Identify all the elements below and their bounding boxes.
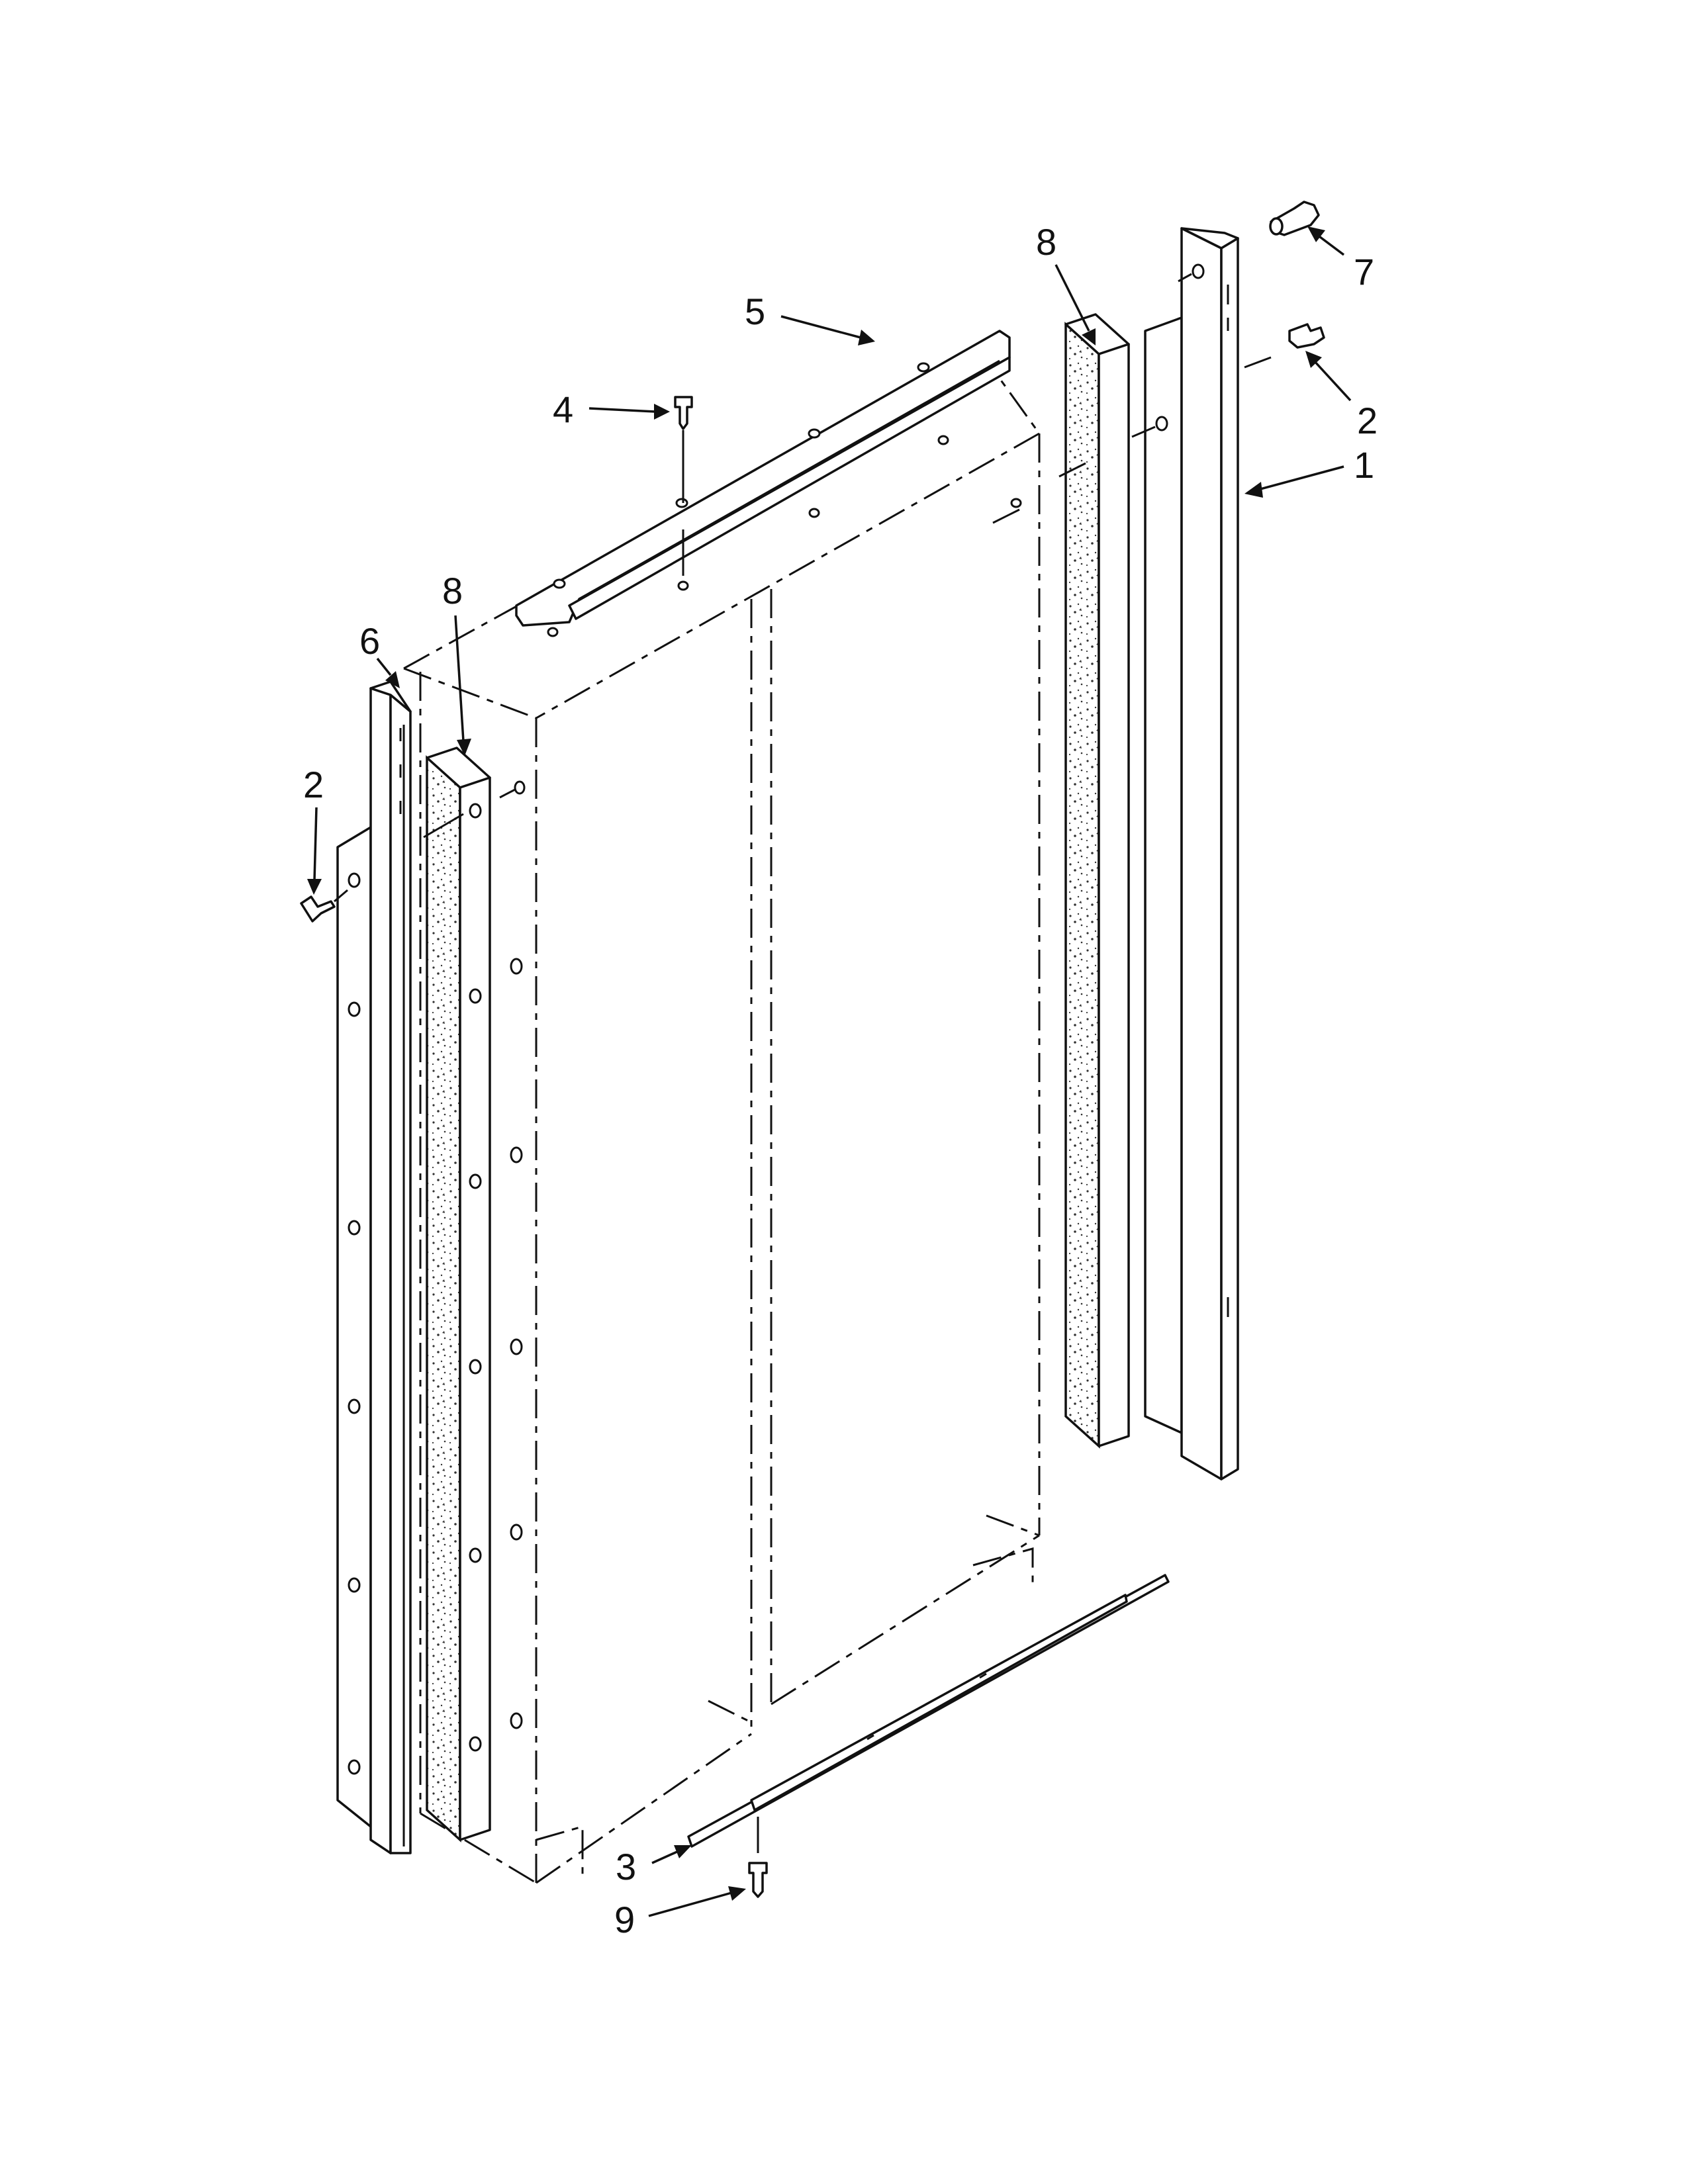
screw-part-4 xyxy=(674,396,693,591)
left-angle-trim xyxy=(369,680,412,1854)
callout-5: 5 xyxy=(745,291,765,332)
cabinet-outline xyxy=(403,349,1041,1884)
callout-1: 1 xyxy=(1354,444,1374,486)
callout-8-right: 8 xyxy=(1036,221,1056,263)
cabinet-mounting-holes xyxy=(510,435,1022,1729)
right-angle-trim xyxy=(1178,227,1239,1480)
callout-7: 7 xyxy=(1354,251,1374,293)
right-foam-strip xyxy=(992,313,1130,1449)
callout-2-left: 2 xyxy=(303,764,324,805)
bottom-trim-strip xyxy=(687,1574,1170,1848)
top-channel-bracket xyxy=(515,330,1011,627)
callout-2-right: 2 xyxy=(1357,400,1378,441)
callout-3: 3 xyxy=(616,1846,636,1888)
callout-4: 4 xyxy=(553,388,573,430)
left-foam-strip xyxy=(423,747,526,1843)
pin-part-7 xyxy=(1269,201,1320,236)
screw-part-2-left xyxy=(300,889,348,923)
callout-leaders xyxy=(307,226,1352,1917)
right-inner-rail xyxy=(1131,316,1183,1434)
screw-part-9 xyxy=(748,1817,768,1898)
callout-8-left: 8 xyxy=(442,570,463,612)
left-mounting-rail xyxy=(336,826,372,1828)
callout-6: 6 xyxy=(359,620,380,662)
callout-9: 9 xyxy=(614,1899,635,1940)
callout-labels: 1 2 7 8 5 4 8 6 2 3 9 xyxy=(303,221,1378,1940)
screw-part-2-right xyxy=(1244,323,1325,369)
